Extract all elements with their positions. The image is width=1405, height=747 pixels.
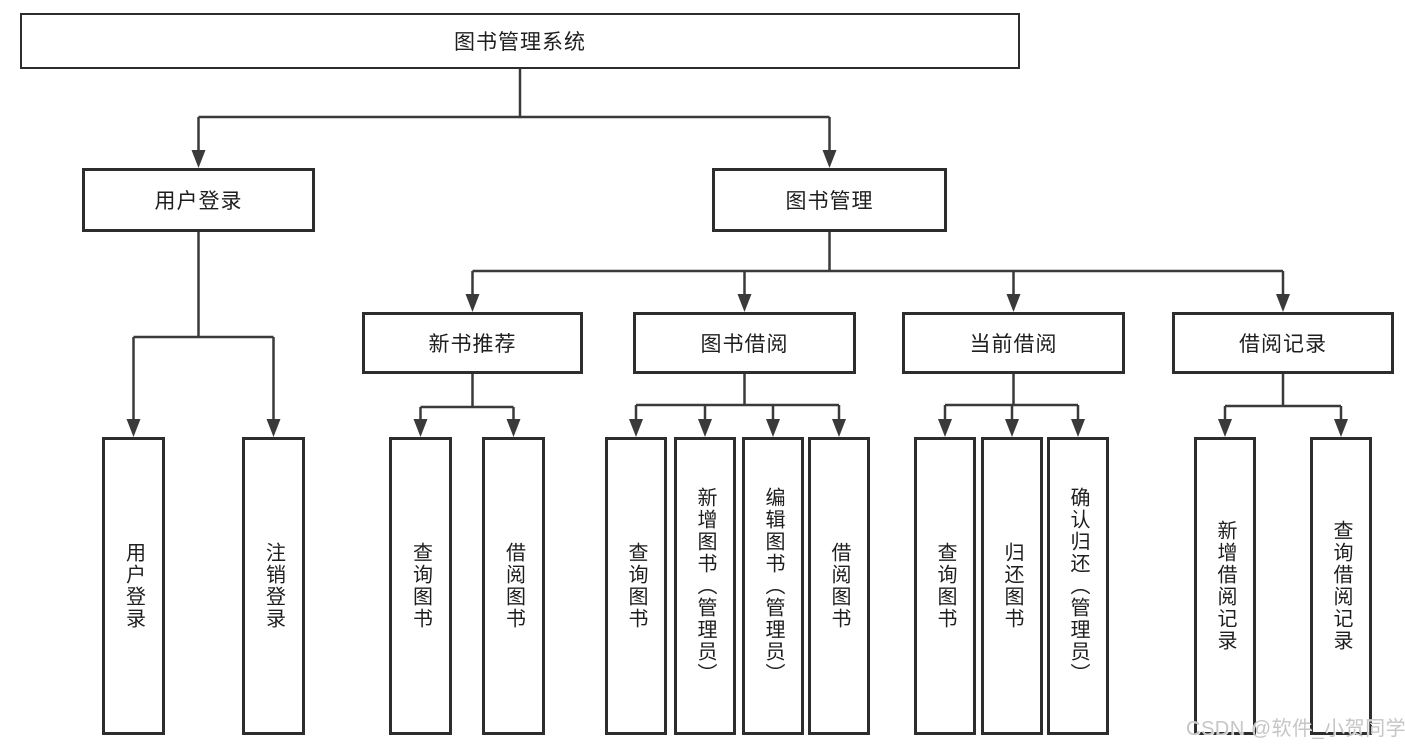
node-library-system: 图书管理系统 [20, 13, 1020, 69]
arrowhead-to-add-borrowing-record [1218, 419, 1232, 437]
node-add-borrowing-record: 新增借阅记录 [1194, 437, 1256, 735]
arrowhead-to-book-management [822, 150, 837, 168]
arrowhead-to-book-borrowing [737, 294, 752, 312]
arrowhead-to-new-book-recommend [465, 294, 480, 312]
node-new-book-recommend: 新书推荐 [362, 312, 583, 374]
arrowhead-to-query-books-recommend [413, 419, 428, 437]
node-add-books-admin: 新增图书（管理员） [674, 437, 736, 735]
node-current-borrowing: 当前借阅 [902, 312, 1125, 374]
arrowhead-to-user-login-op [126, 419, 141, 437]
node-book-management: 图书管理 [712, 168, 947, 232]
node-borrow-books-op: 借阅图书 [808, 437, 870, 735]
node-query-books-current: 查询图书 [914, 437, 976, 735]
arrowhead-to-borrow-books-recommend [506, 419, 521, 437]
edge-from-new-book-recommend [419, 374, 515, 421]
arrowhead-to-return-books [1005, 419, 1019, 437]
arrowhead-to-query-books-borrowing [629, 419, 643, 437]
watermark: CSDN @软件_小贺同学 [1186, 718, 1405, 740]
edge-from-library-system [197, 69, 831, 152]
edge-from-book-borrowing [634, 374, 841, 421]
node-query-books-recommend: 查询图书 [389, 437, 452, 735]
node-query-books-borrowing: 查询图书 [605, 437, 667, 735]
node-confirm-return-admin: 确认归还（管理员） [1047, 437, 1109, 735]
node-user-login-op: 用户登录 [102, 437, 165, 735]
edge-from-book-management [471, 232, 1285, 296]
arrowhead-to-borrow-books-op [832, 419, 846, 437]
node-edit-books-admin: 编辑图书（管理员） [742, 437, 804, 735]
node-borrow-books-recommend: 借阅图书 [482, 437, 545, 735]
arrowhead-to-logout-op [266, 419, 281, 437]
edge-from-borrowing-records [1223, 374, 1343, 421]
node-return-books: 归还图书 [981, 437, 1043, 735]
node-borrowing-records: 借阅记录 [1172, 312, 1394, 374]
arrowhead-to-borrowing-records [1276, 294, 1290, 312]
arrowhead-to-add-books-admin [698, 419, 712, 437]
edge-from-user-login [132, 232, 275, 421]
arrowhead-to-user-login [191, 150, 206, 168]
arrowhead-to-current-borrowing [1006, 294, 1021, 312]
edge-from-current-borrowing [943, 374, 1080, 421]
node-logout-op: 注销登录 [242, 437, 305, 735]
arrowhead-to-confirm-return-admin [1071, 419, 1085, 437]
arrowhead-to-edit-books-admin [766, 419, 780, 437]
arrowhead-to-query-books-current [938, 419, 952, 437]
node-query-borrowing-record: 查询借阅记录 [1310, 437, 1372, 735]
arrowhead-to-query-borrowing-record [1334, 419, 1348, 437]
node-user-login: 用户登录 [82, 168, 315, 232]
node-book-borrowing: 图书借阅 [633, 312, 856, 374]
